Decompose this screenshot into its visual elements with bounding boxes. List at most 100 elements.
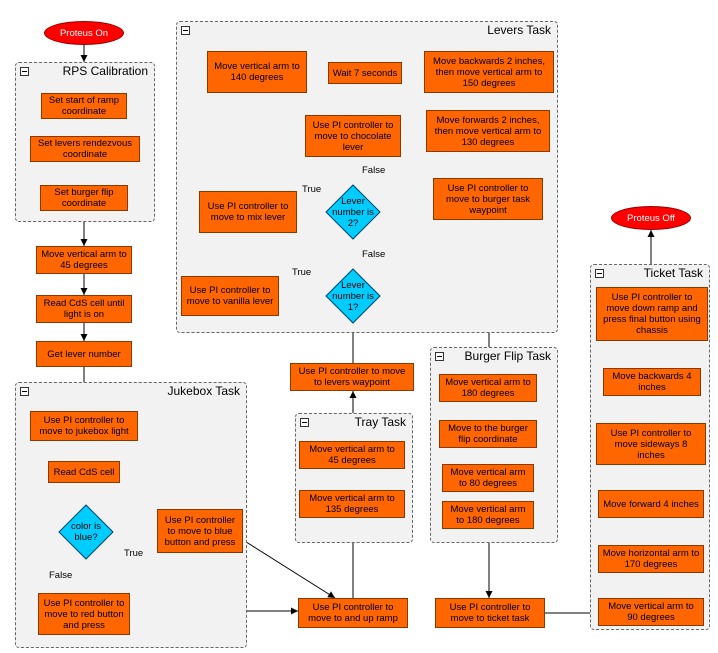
lever-is-2-decision: Lever number is 2?	[325, 184, 381, 240]
step-label: Move vertical arm to 135 degrees	[309, 493, 395, 515]
step-label: Move horizontal arm to 170 degrees	[602, 548, 700, 570]
step-label: Move vertical arm to 80 degrees	[450, 467, 526, 489]
step-label: Move vertical arm to 45 degrees	[309, 444, 395, 466]
start-terminal-label: Proteus On	[59, 27, 109, 39]
mix-lever-step: Use PI controller to move to mix lever	[199, 191, 297, 233]
start-terminal: Proteus On	[44, 21, 124, 45]
decision-label: Lever number is 2?	[332, 195, 374, 229]
step-label: Set levers rendezvous coordinate	[38, 138, 132, 160]
ticket-task-step: Use PI controller to move to ticket task	[435, 598, 545, 628]
arm-140-step: Move vertical arm to 140 degrees	[207, 51, 307, 93]
step-label: Use PI controller to move to vanilla lev…	[186, 285, 274, 307]
step-label: Use PI controller to move to blue button…	[164, 514, 236, 548]
levers-waypoint-step: Use PI controller to move to levers wayp…	[290, 363, 414, 391]
step-label: Use PI controller to move to ticket task	[449, 602, 531, 624]
step-label: Set start of ramp coordinate	[48, 95, 120, 117]
step-label: Read CdS cell	[53, 466, 115, 478]
color-blue-decision: color is blue?	[58, 504, 114, 560]
get-lever-number-step: Get lever number	[36, 341, 132, 367]
step-label: Get lever number	[47, 348, 121, 360]
step-label: Move to the burger flip coordinate	[448, 423, 528, 445]
group-title-ticket: Ticket Task	[643, 266, 703, 280]
burger-arm-180b-step: Move vertical arm to 180 degrees	[442, 501, 534, 529]
diamond-shape	[325, 268, 381, 324]
diamond-shape	[325, 184, 381, 240]
diamond-shape	[58, 504, 114, 560]
up-ramp-step: Use PI controller to move to and up ramp	[298, 598, 408, 628]
ticket-harm-170-step: Move horizontal arm to 170 degrees	[598, 545, 704, 573]
ticket-arm-90-step: Move vertical arm to 90 degrees	[598, 598, 704, 626]
step-label: Read CdS cell until light is on	[43, 298, 125, 320]
edge-label-true: True	[302, 184, 322, 195]
end-terminal: Proteus Off	[611, 206, 691, 230]
group-title-tray: Tray Task	[354, 415, 406, 429]
decision-label: color is blue?	[70, 521, 102, 543]
step-label: Wait 7 seconds	[332, 67, 398, 79]
forward-2-step: Move forwards 2 inches, then move vertic…	[426, 110, 550, 152]
step-label: Use PI controller to move to and up ramp	[308, 602, 398, 624]
vanilla-lever-step: Use PI controller to move to vanilla lev…	[181, 276, 279, 316]
set-levers-rendezvous-step: Set levers rendezvous coordinate	[30, 136, 140, 162]
edge-label-false: False	[362, 249, 386, 260]
blue-button-step: Use PI controller to move to blue button…	[157, 509, 243, 553]
arm-45-step: Move vertical arm to 45 degrees	[36, 246, 132, 274]
step-label: Use PI controller to move sideways 8 inc…	[610, 427, 692, 461]
ticket-backwards-4-step: Move backwards 4 inches	[603, 368, 701, 396]
ticket-forward-4-step: Move forward 4 inches	[598, 490, 704, 518]
lever-is-1-decision: Lever number is 1?	[325, 268, 381, 324]
burger-arm-180-step: Move vertical arm to 180 degrees	[439, 374, 537, 402]
step-label: Move backwards 4 inches	[612, 371, 692, 393]
step-label: Move forwards 2 inches, then move vertic…	[434, 114, 542, 148]
step-label: Use PI controller to move to mix lever	[207, 201, 289, 223]
set-ramp-coordinate-step: Set start of ramp coordinate	[41, 93, 127, 119]
edge-label-false: False	[362, 165, 386, 176]
group-title-burger: Burger Flip Task	[464, 349, 551, 363]
group-tray-task: Tray Task	[295, 413, 413, 543]
step-label: Use PI controller to move to chocolate l…	[312, 119, 394, 153]
step-label: Use PI controller to move down ramp and …	[603, 292, 701, 336]
wait-7-step: Wait 7 seconds	[328, 62, 402, 84]
step-label: Move vertical arm to 45 degrees	[41, 249, 127, 271]
red-button-step: Use PI controller to move to red button …	[38, 593, 130, 635]
step-label: Move backwards 2 inches, then move verti…	[433, 55, 545, 89]
step-label: Move vertical arm to 90 degrees	[608, 601, 694, 623]
edge-label-true: True	[124, 548, 144, 559]
burger-coordinate-step: Move to the burger flip coordinate	[439, 420, 537, 448]
collapse-icon[interactable]	[181, 26, 190, 35]
collapse-icon[interactable]	[595, 269, 604, 278]
step-label: Use PI controller to move to jukebox lig…	[39, 415, 129, 437]
tray-arm-135-step: Move vertical arm to 135 degrees	[299, 490, 405, 518]
step-label: Use PI controller to move to burger task…	[446, 182, 530, 216]
set-burger-flip-step: Set burger flip coordinate	[40, 185, 128, 211]
group-title-jukebox: Jukebox Task	[167, 384, 241, 398]
ticket-sideways-8-step: Use PI controller to move sideways 8 inc…	[596, 423, 706, 465]
step-label: Use PI controller to move to levers wayp…	[298, 366, 406, 388]
group-title-levers: Levers Task	[487, 23, 551, 37]
decision-label: Lever number is 1?	[332, 279, 374, 313]
edge-label-true: True	[292, 267, 312, 278]
collapse-icon[interactable]	[300, 418, 309, 427]
collapse-icon[interactable]	[20, 387, 29, 396]
back-2-step: Move backwards 2 inches, then move verti…	[424, 51, 554, 93]
edge-label-false: False	[49, 570, 73, 581]
step-label: Move vertical arm to 140 degrees	[214, 61, 300, 83]
read-cds-light-step: Read CdS cell until light is on	[36, 295, 132, 323]
group-title-rps: RPS Calibration	[62, 64, 148, 78]
read-cds-step: Read CdS cell	[48, 461, 120, 483]
connector-arrow	[242, 539, 336, 599]
tray-arm-45-step: Move vertical arm to 45 degrees	[299, 441, 405, 469]
end-terminal-label: Proteus Off	[627, 212, 675, 224]
collapse-icon[interactable]	[20, 67, 29, 76]
burger-waypoint-step: Use PI controller to move to burger task…	[433, 178, 543, 220]
step-label: Move forward 4 inches	[603, 498, 699, 510]
step-label: Move vertical arm to 180 degrees	[450, 504, 526, 526]
ticket-ramp-step: Use PI controller to move down ramp and …	[596, 287, 708, 341]
chocolate-lever-step: Use PI controller to move to chocolate l…	[305, 115, 401, 157]
step-label: Set burger flip coordinate	[54, 187, 114, 209]
step-label: Move vertical arm to 180 degrees	[445, 377, 531, 399]
collapse-icon[interactable]	[435, 352, 444, 361]
jukebox-light-step: Use PI controller to move to jukebox lig…	[30, 411, 138, 441]
step-label: Use PI controller to move to red button …	[43, 597, 125, 631]
burger-arm-80-step: Move vertical arm to 80 degrees	[442, 464, 534, 492]
